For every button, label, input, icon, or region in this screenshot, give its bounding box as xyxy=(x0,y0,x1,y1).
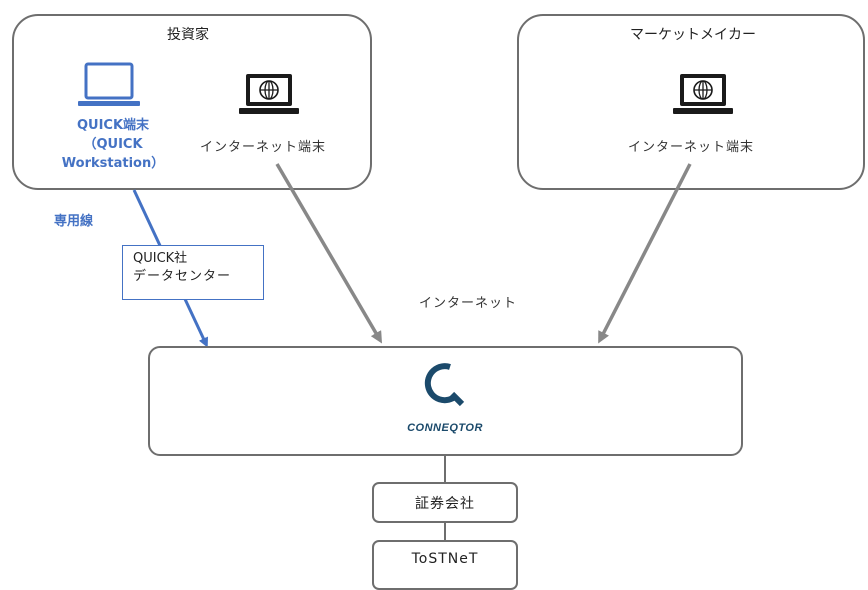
conneqtor-logo-icon xyxy=(424,363,465,407)
dedicated-line-label: 専用線 xyxy=(54,214,94,229)
conneqtor-logo-text: CONNEQTOR xyxy=(407,422,483,434)
globe-laptop-icon xyxy=(239,74,299,114)
market-maker-group xyxy=(517,14,865,190)
quick-terminal-line2: （QUICK xyxy=(83,137,143,152)
market-maker-internet-arrow xyxy=(598,163,692,344)
globe-laptop-icon xyxy=(673,74,733,114)
securities-company-label: 証券会社 xyxy=(415,496,475,512)
market-maker-title: マーケットメイカー xyxy=(630,27,756,43)
tostnet-label: ToSTNeT xyxy=(411,551,479,567)
internet-label: インターネット xyxy=(419,296,518,311)
datacenter-box: QUICK社 データセンター xyxy=(122,245,264,300)
investor-internet-terminal-label: インターネット端末 xyxy=(200,140,327,155)
datacenter-line1: QUICK社 xyxy=(133,251,188,266)
quick-terminal-label: QUICK端末 （QUICK Workstation） xyxy=(60,116,166,173)
investor-group xyxy=(12,14,372,190)
securities-company-box xyxy=(372,482,518,523)
laptop-icon xyxy=(78,62,140,106)
quick-terminal-line3: Workstation） xyxy=(61,156,165,171)
quick-terminal-line1: QUICK端末 xyxy=(76,118,150,133)
investor-internet-arrow xyxy=(275,163,383,344)
market-maker-internet-terminal-label: インターネット端末 xyxy=(628,140,755,155)
datacenter-line2: データセンター xyxy=(133,269,232,284)
investor-title: 投資家 xyxy=(167,27,209,43)
